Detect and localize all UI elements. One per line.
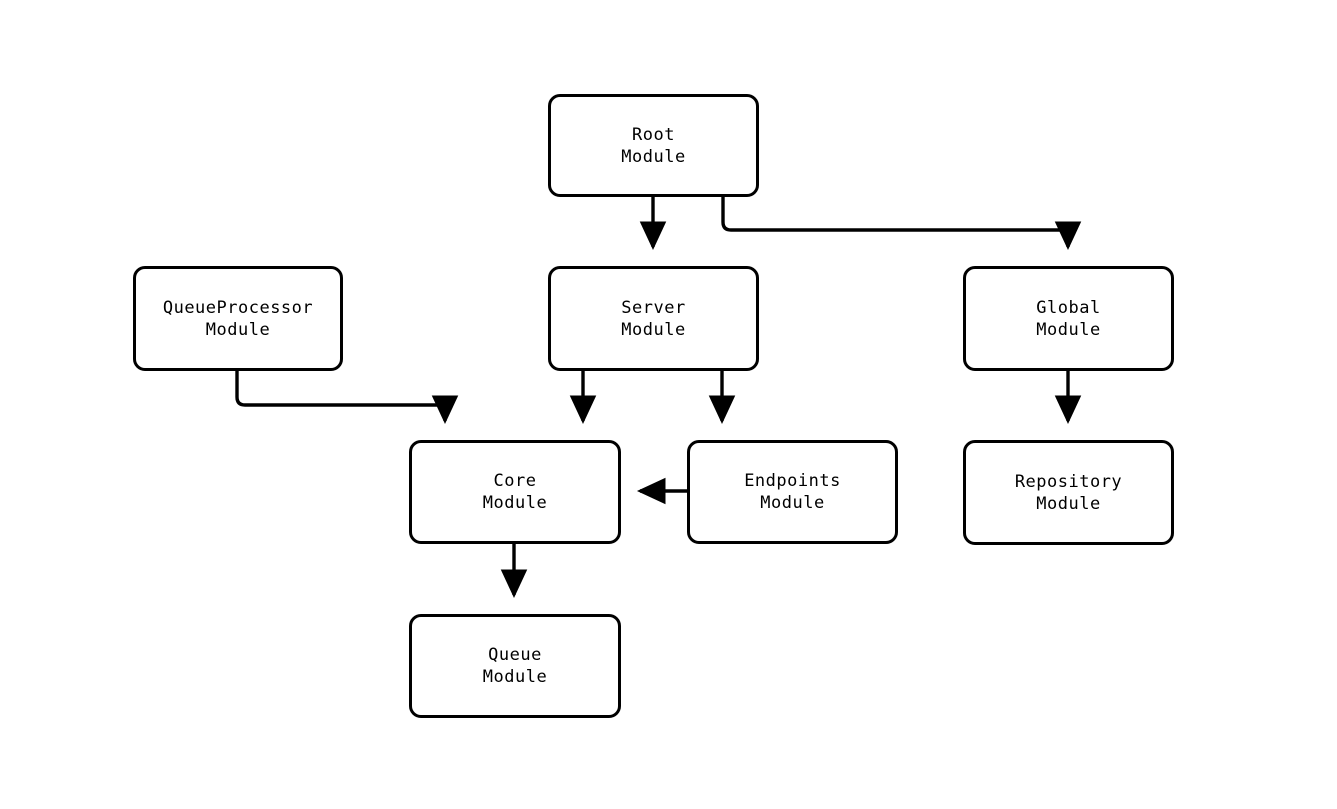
- edge-root-to-global: [721, 197, 1082, 251]
- queue-module-label-line1: Queue: [488, 645, 542, 665]
- core-module-node[interactable]: Core Module: [409, 440, 621, 544]
- root-module-label-line1: Root: [632, 124, 675, 145]
- repository-module-node[interactable]: Repository Module: [963, 440, 1174, 545]
- endpoints-module-label-line2: Module: [760, 493, 825, 513]
- endpoints-module-node[interactable]: Endpoints Module: [687, 440, 898, 544]
- global-module-label-line1: Global: [1036, 297, 1101, 318]
- queue-module-node[interactable]: Queue Module: [409, 614, 621, 718]
- root-module-label-line2: Module: [621, 146, 686, 167]
- core-module-label-line2: Module: [482, 493, 548, 513]
- edge-queueprocessor-to-core: [235, 371, 459, 425]
- global-module-node[interactable]: Global Module: [963, 266, 1174, 371]
- repository-module-label-line1: Repository: [1014, 471, 1123, 492]
- core-module-label-line1: Core: [493, 471, 537, 491]
- server-module-label-line1: Server: [621, 297, 686, 318]
- root-module-node[interactable]: Root Module: [548, 94, 759, 197]
- server-module-label-line2: Module: [621, 319, 686, 340]
- repository-module-label-line2: Module: [1036, 493, 1101, 514]
- queueprocessor-module-label-line2: Module: [205, 319, 271, 340]
- global-module-label-line2: Module: [1036, 319, 1101, 340]
- endpoints-module-label-line1: Endpoints: [744, 471, 841, 491]
- queueprocessor-module-label-line1: QueueProcessor: [162, 297, 314, 318]
- server-module-node[interactable]: Server Module: [548, 266, 759, 371]
- queueprocessor-module-node[interactable]: QueueProcessor Module: [133, 266, 343, 371]
- queue-module-label-line2: Module: [482, 667, 548, 687]
